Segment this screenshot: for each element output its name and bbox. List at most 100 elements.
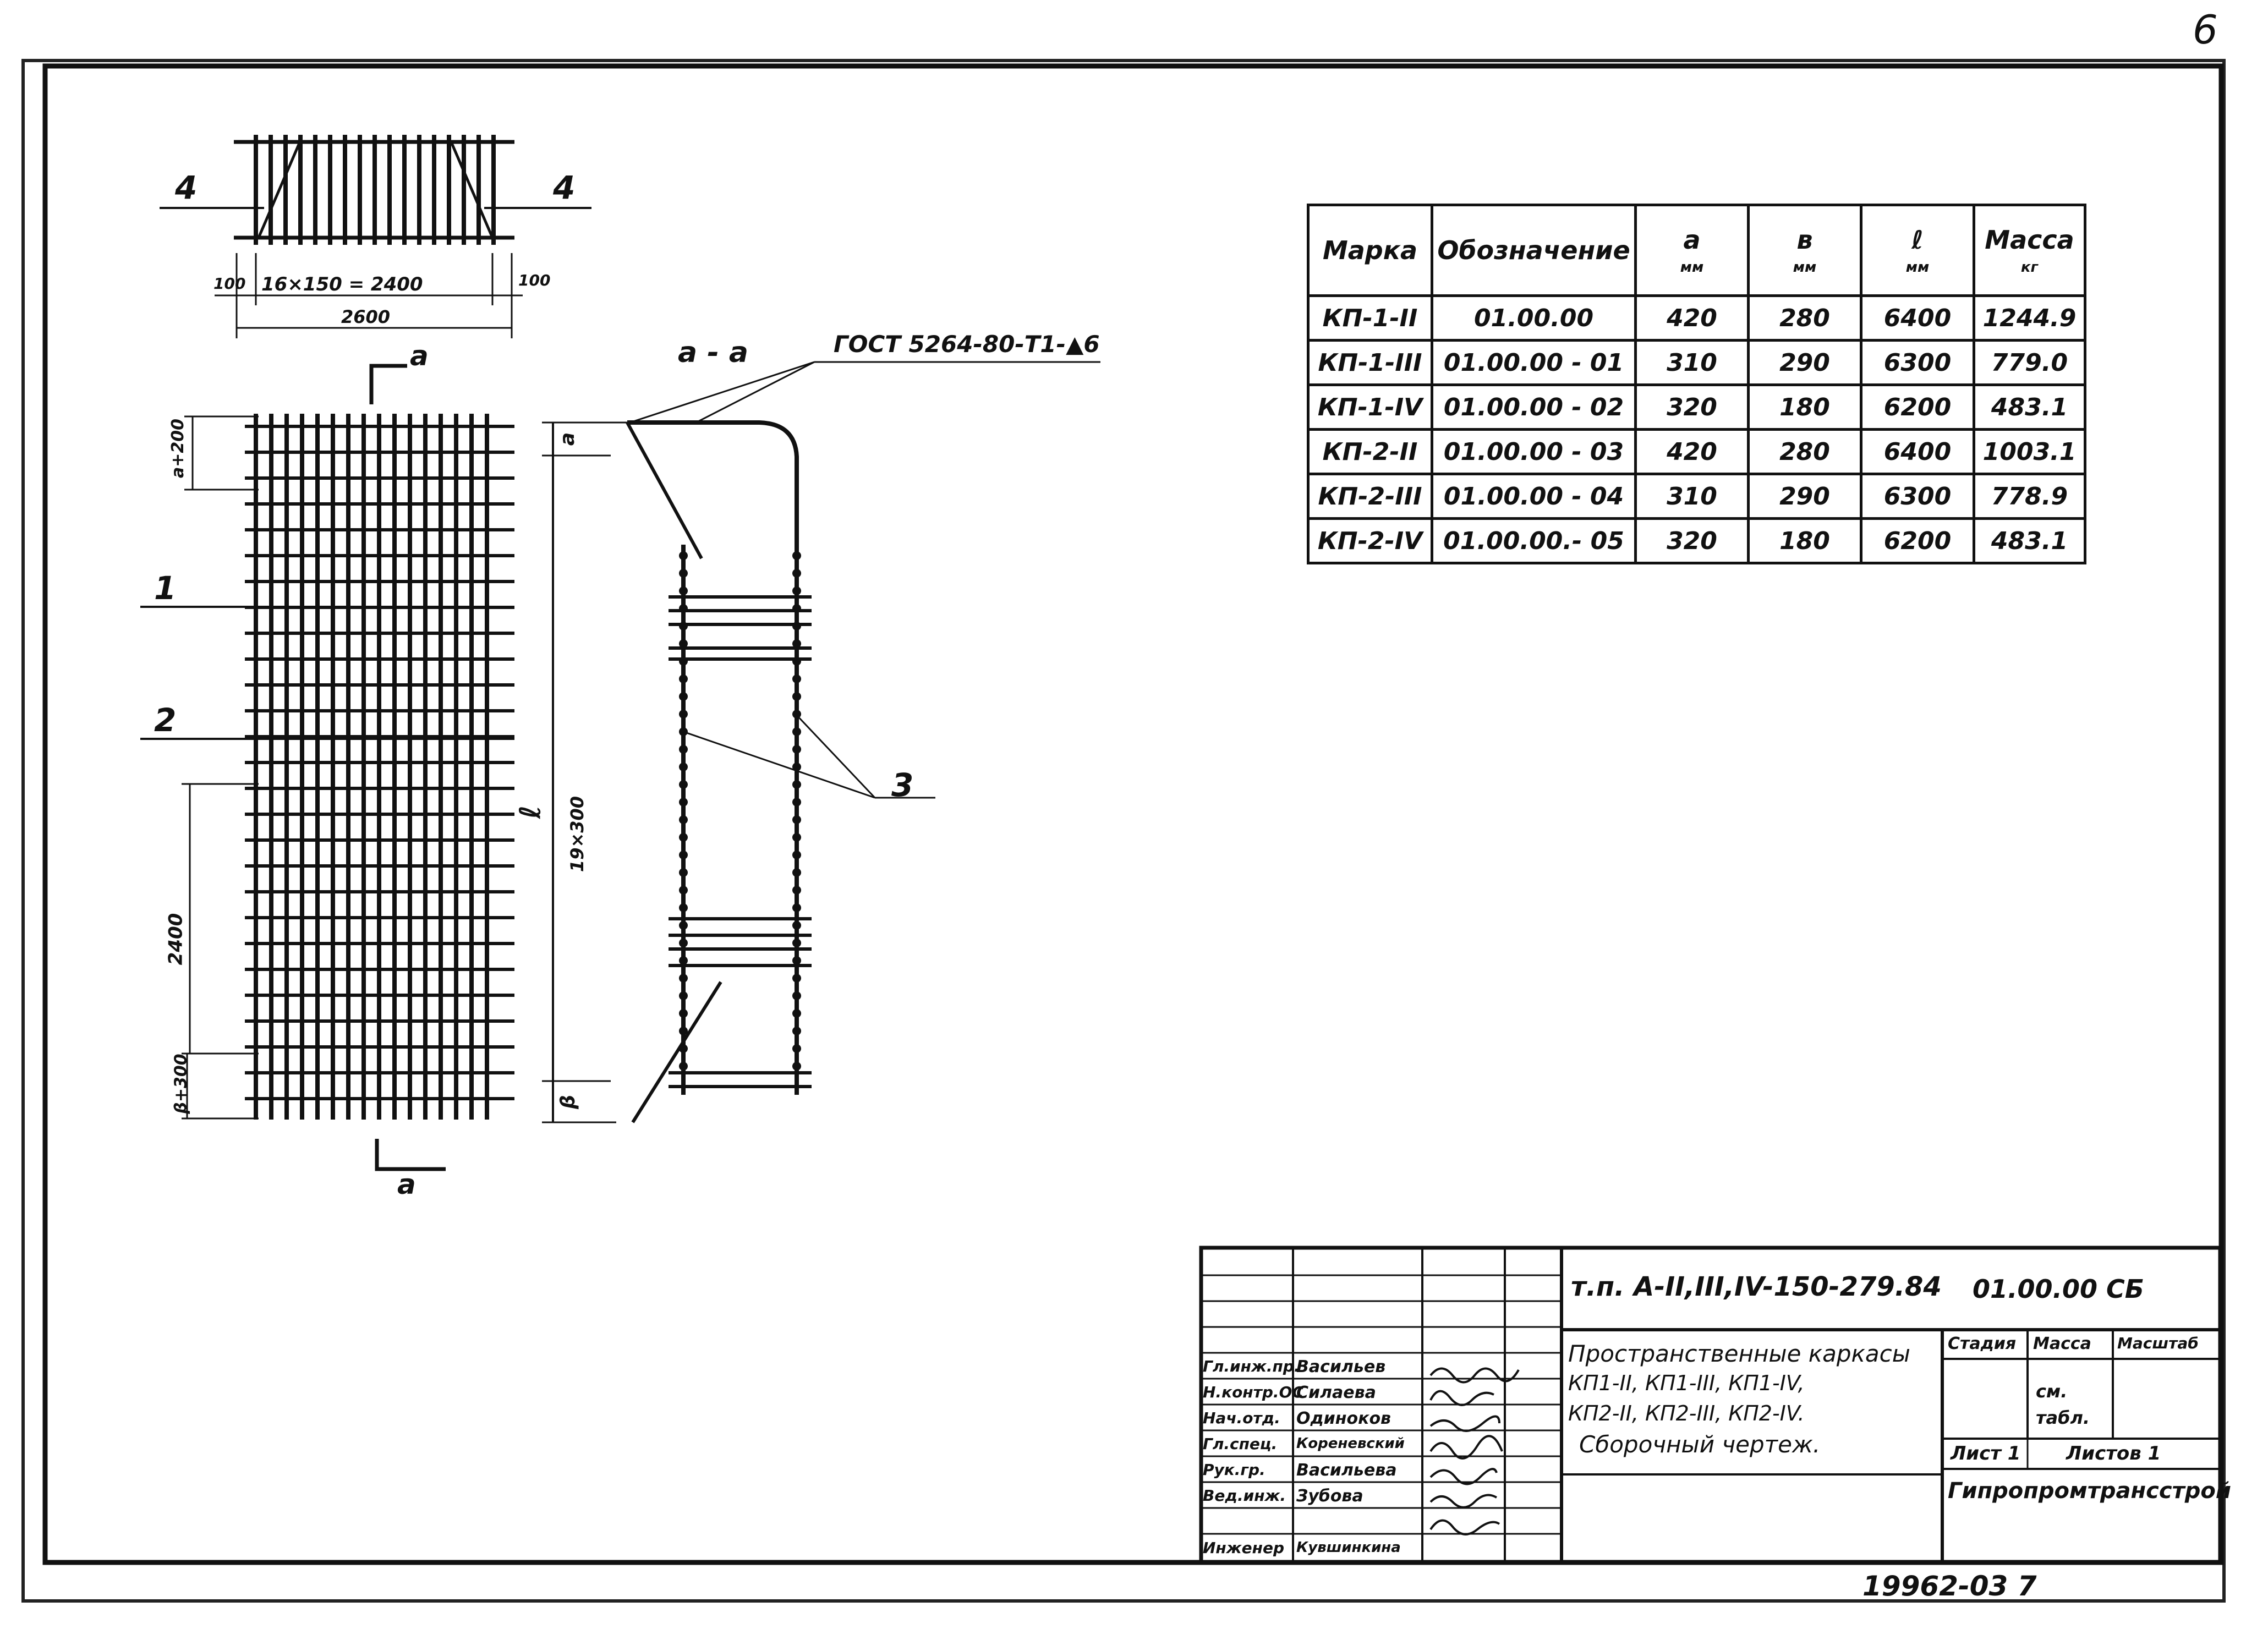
rebar-section-dot: [679, 745, 688, 754]
header-label: а: [1683, 225, 1701, 255]
signature-marks: [1429, 1367, 1520, 1535]
dim-top-offset: а+200: [168, 418, 188, 479]
rebar-section-dot: [679, 956, 688, 965]
rebar-section-dot: [679, 1044, 688, 1053]
cell-mark: КП-1-IV: [1307, 383, 1433, 431]
rebar-section-dot: [679, 763, 688, 771]
callout-3: 3: [891, 766, 914, 804]
cell-designation: 01.00.00.- 05: [1431, 517, 1637, 564]
plan-view: [160, 135, 591, 338]
rebar-section-dot: [792, 851, 801, 859]
rebar-section-dot: [792, 833, 801, 842]
callout-1: 1: [154, 569, 177, 607]
section-view-title: а - а: [678, 336, 748, 369]
rebar-section-dot: [679, 921, 688, 930]
dim-total-length: ℓ: [514, 805, 547, 819]
rebar-section-dot: [679, 639, 688, 648]
rebar-section-dot: [792, 1009, 801, 1018]
cell-l: 6200: [1860, 383, 1975, 431]
rebar-section-dot: [792, 710, 801, 718]
section-view: [542, 361, 1100, 1123]
staff-name: Зубова: [1296, 1487, 1363, 1506]
staff-name: Силаева: [1296, 1383, 1376, 1402]
staff-name: Васильев: [1296, 1357, 1386, 1376]
mass-value: см. табл.: [2036, 1381, 2090, 1428]
staff-name: Кореневский: [1296, 1435, 1405, 1452]
header-cell: Марка: [1307, 204, 1433, 297]
rebar-section-dot: [792, 657, 801, 666]
cell-l: 6400: [1860, 294, 1975, 342]
drawing-title-line-3: КП2-II, КП2-III, КП2-IV.: [1568, 1401, 1805, 1425]
cell-mark: КП-1-II: [1307, 294, 1433, 342]
header-unit: мм: [1680, 259, 1704, 276]
staff-name: Одиноков: [1296, 1409, 1392, 1428]
rebar-section-dot: [679, 833, 688, 842]
rebar-section-dot: [679, 586, 688, 595]
rebar-section-dot: [792, 586, 801, 595]
drawing-title-line-4: Сборочный чертеж.: [1579, 1431, 1821, 1458]
cell-b: 290: [1747, 339, 1862, 386]
rebar-section-dot: [679, 1027, 688, 1035]
cell-designation: 01.00.00 - 03: [1431, 428, 1637, 475]
cell-l: 6300: [1860, 473, 1975, 520]
rebar-section-dot: [792, 692, 801, 701]
section-cut-top-label: а: [410, 340, 429, 372]
cell-designation: 01.00.00 - 02: [1431, 383, 1637, 431]
rebar-section-dot: [792, 1062, 801, 1071]
cell-a: 310: [1634, 473, 1750, 520]
staff-name: Кувшинкина: [1296, 1539, 1401, 1556]
elevation-mesh: [140, 414, 514, 1120]
cell-designation: 01.00.00: [1431, 294, 1637, 342]
rebar-section-dot: [679, 657, 688, 666]
dim-section-bottom: β: [556, 1095, 579, 1109]
rebar-section-dot: [679, 903, 688, 912]
cell-l: 6200: [1860, 517, 1975, 564]
callout-2: 2: [154, 701, 177, 739]
staff-role: Гл.спец.: [1203, 1435, 1278, 1453]
staff-role: Гл.инж.пр.: [1203, 1357, 1300, 1375]
cell-a: 420: [1634, 428, 1750, 475]
header-unit: мм: [1793, 259, 1817, 276]
rebar-section-dot: [792, 798, 801, 807]
rebar-section-dot: [679, 622, 688, 630]
plan-section-mark-right: 4: [553, 169, 576, 206]
section-cut-bottom-label: а: [397, 1169, 416, 1200]
rebar-section-dot: [679, 815, 688, 824]
plan-dim-middle: 16×150 = 2400: [261, 273, 423, 295]
drawing-title-line-2: КП1-II, КП1-III, КП1-IV,: [1568, 1371, 1805, 1395]
rebar-section-dot: [679, 798, 688, 807]
rebar-section-dot: [792, 903, 801, 912]
rebar-section-dot: [792, 886, 801, 895]
cell-b: 290: [1747, 473, 1862, 520]
footer-archive-number: 19962-03 7: [1862, 1570, 2037, 1602]
staff-name: Васильева: [1296, 1461, 1397, 1480]
rebar-section-dot: [792, 551, 801, 560]
cell-mass: 483.1: [1973, 383, 2086, 431]
project-code: т.п. А-II,III,IV-150-279.84: [1571, 1271, 1942, 1302]
cell-mass: 1003.1: [1973, 428, 2086, 475]
rebar-section-dot: [792, 674, 801, 683]
header-label: ℓ: [1911, 225, 1924, 255]
rebar-section-dot: [792, 1044, 801, 1053]
sheets-label: Листов 1: [2066, 1442, 2161, 1465]
outer-frame: [21, 59, 2226, 1603]
rebar-section-dot: [679, 991, 688, 1000]
header-cell: а мм: [1634, 204, 1750, 297]
rebar-section-dot: [792, 991, 801, 1000]
rebar-section-dot: [792, 727, 801, 736]
rebar-section-dot: [792, 639, 801, 648]
plan-section-mark-left: 4: [175, 169, 198, 206]
rebar-section-dot: [679, 868, 688, 877]
rebar-section-dot: [792, 745, 801, 754]
header-label: Обозначение: [1437, 235, 1630, 265]
drawing-title-line-1: Пространственные каркасы: [1568, 1340, 1910, 1367]
rebar-section-dot: [679, 974, 688, 983]
header-unit: мм: [1905, 259, 1930, 276]
